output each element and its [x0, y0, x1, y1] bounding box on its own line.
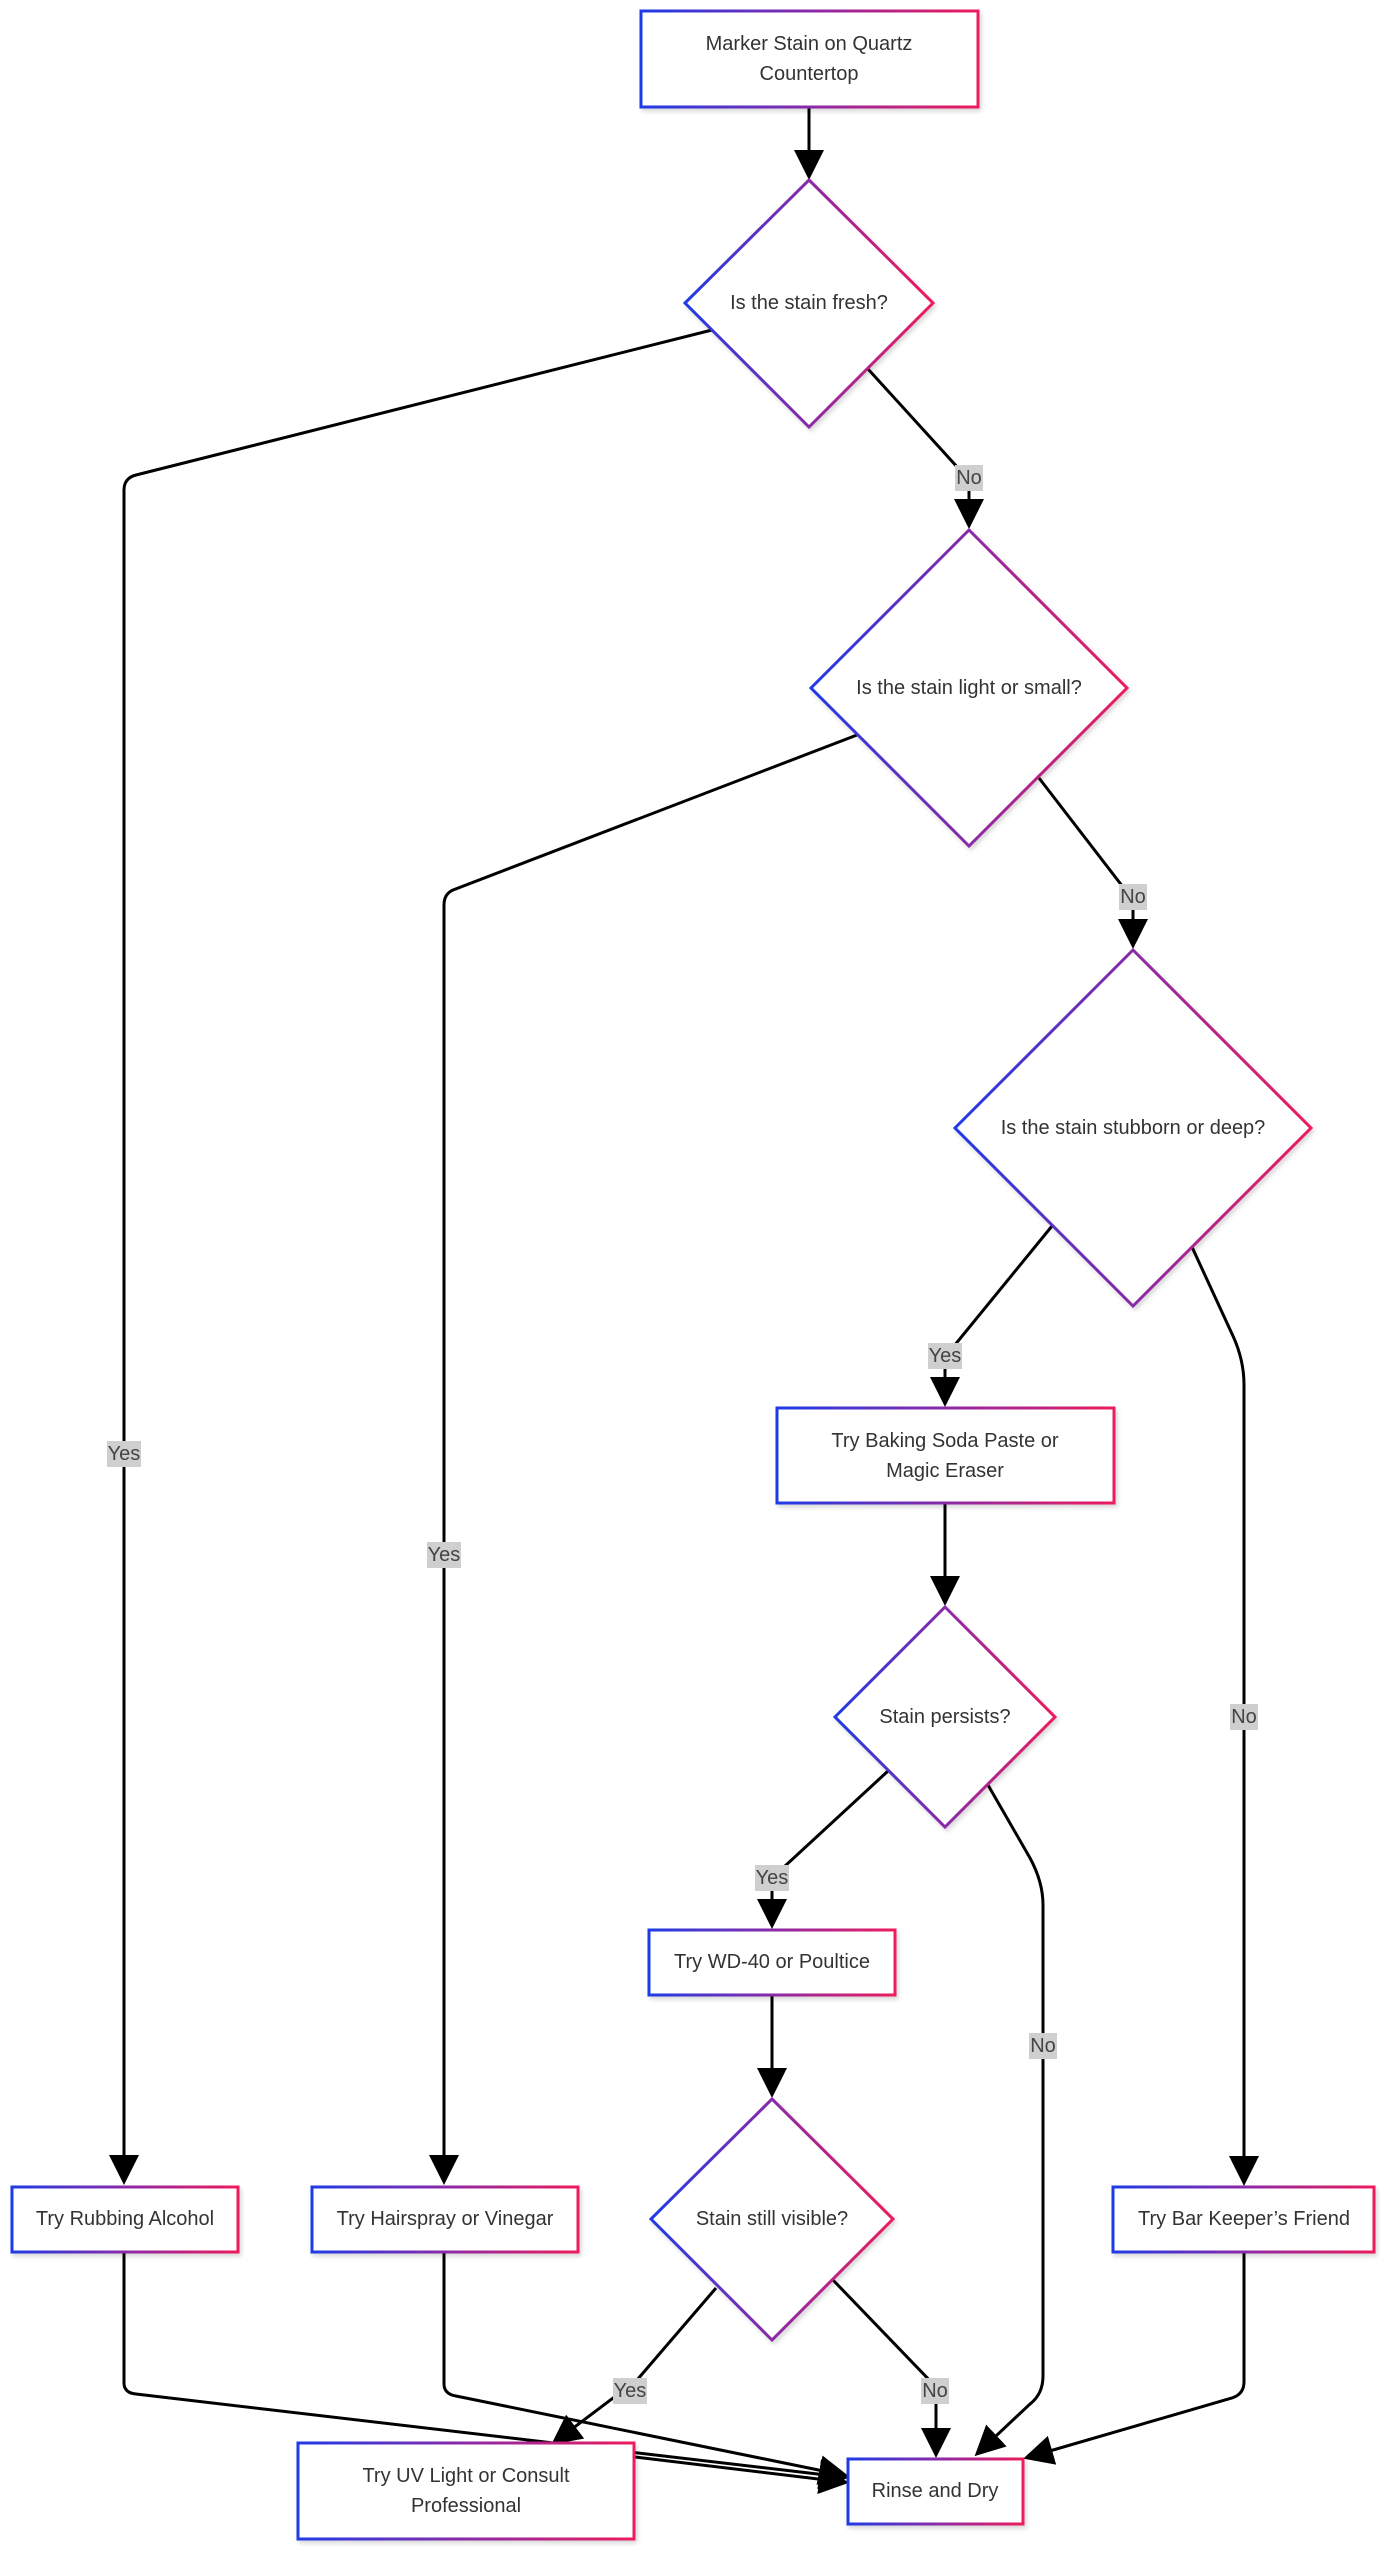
- edge-visible-rinse: [831, 2278, 951, 2458]
- edge-light-hairspray: [429, 733, 858, 2185]
- node-wd40[interactable]: Try WD-40 or Poultice: [647, 1928, 897, 1997]
- edge-barkeeper-rinse: [1023, 2252, 1246, 2465]
- svg-text:No: No: [1120, 886, 1146, 908]
- node-baking-line-2: Magic Eraser: [886, 1460, 1004, 1482]
- edge-stubborn-barkeeper: [1190, 1246, 1259, 2186]
- node-visible[interactable]: Stain still visible?: [648, 2096, 896, 2343]
- node-alcohol[interactable]: Try Rubbing Alcohol: [10, 2185, 240, 2254]
- node-stubborn-label: Is the stain stubborn or deep?: [1001, 1117, 1266, 1139]
- edge-label-visible-no: No: [921, 2378, 949, 2404]
- svg-text:Yes: Yes: [756, 1867, 789, 1889]
- svg-text:No: No: [1030, 2035, 1056, 2057]
- edge-stubborn-baking: [930, 1225, 1054, 1407]
- node-barkeeper-label: Try Bar Keeper’s Friend: [1138, 2208, 1350, 2230]
- node-uv-line-1: Try UV Light or Consult: [362, 2465, 570, 2487]
- svg-text:No: No: [956, 467, 982, 489]
- edge-alcohol-rinse: [122, 2252, 849, 2490]
- edge-uv-rinse: [634, 2455, 849, 2495]
- edge-visible-uv: [551, 2287, 718, 2445]
- edge-label-light-no: No: [1119, 884, 1147, 910]
- node-light-label: Is the stain light or small?: [856, 677, 1082, 699]
- node-barkeeper[interactable]: Try Bar Keeper’s Friend: [1111, 2185, 1376, 2254]
- svg-text:Yes: Yes: [929, 1345, 962, 1367]
- node-rinse[interactable]: Rinse and Dry: [846, 2457, 1025, 2526]
- nodes: Marker Stain on Quartz Countertop Is the…: [10, 9, 1376, 2541]
- edge-label-light-yes: Yes: [427, 1542, 461, 1568]
- edge-label-persists-yes: Yes: [755, 1865, 789, 1891]
- edge-fresh-alcohol: [109, 328, 713, 2185]
- node-visible-label: Stain still visible?: [696, 2208, 848, 2230]
- node-alcohol-label: Try Rubbing Alcohol: [36, 2208, 214, 2230]
- node-uv-line-2: Professional: [411, 2495, 521, 2517]
- node-start-line-2: Countertop: [760, 63, 859, 85]
- node-uv[interactable]: Try UV Light or Consult Professional: [296, 2441, 636, 2541]
- node-start[interactable]: Marker Stain on Quartz Countertop: [639, 9, 980, 109]
- node-persists-label: Stain persists?: [879, 1706, 1010, 1728]
- edges: [109, 108, 1259, 2495]
- edge-fresh-light: [866, 367, 984, 529]
- edge-labels: No Yes No Yes Yes No Yes No: [107, 465, 1258, 2404]
- svg-text:Yes: Yes: [614, 2380, 647, 2402]
- edge-label-persists-no: No: [1029, 2033, 1057, 2059]
- node-persists[interactable]: Stain persists?: [832, 1604, 1058, 1830]
- node-start-line-1: Marker Stain on Quartz: [706, 33, 913, 55]
- node-rinse-label: Rinse and Dry: [872, 2480, 999, 2502]
- node-light[interactable]: Is the stain light or small?: [808, 527, 1130, 849]
- node-hairspray-label: Try Hairspray or Vinegar: [337, 2208, 554, 2230]
- svg-text:Yes: Yes: [108, 1443, 141, 1465]
- node-fresh[interactable]: Is the stain fresh?: [682, 177, 936, 430]
- node-fresh-label: Is the stain fresh?: [730, 292, 888, 314]
- svg-text:Yes: Yes: [428, 1544, 461, 1566]
- edge-label-fresh-no: No: [955, 465, 983, 491]
- edge-persists-wd40: [757, 1769, 890, 1929]
- edge-label-fresh-yes: Yes: [107, 1441, 141, 1467]
- edge-label-visible-yes: Yes: [613, 2378, 647, 2404]
- edge-light-stubborn: [1037, 777, 1148, 949]
- edge-persists-rinse: [974, 1784, 1045, 2457]
- edge-hairspray-rinse: [442, 2252, 849, 2485]
- edge-label-stubborn-yes: Yes: [928, 1343, 962, 1369]
- node-stubborn[interactable]: Is the stain stubborn or deep?: [952, 947, 1314, 1309]
- svg-text:No: No: [1231, 1706, 1257, 1728]
- edge-label-stubborn-no: No: [1230, 1704, 1258, 1730]
- node-wd40-label: Try WD-40 or Poultice: [674, 1951, 870, 1973]
- svg-text:No: No: [922, 2380, 948, 2402]
- node-baking-line-1: Try Baking Soda Paste or: [831, 1430, 1058, 1452]
- node-hairspray[interactable]: Try Hairspray or Vinegar: [310, 2185, 580, 2254]
- node-baking[interactable]: Try Baking Soda Paste or Magic Eraser: [775, 1406, 1116, 1505]
